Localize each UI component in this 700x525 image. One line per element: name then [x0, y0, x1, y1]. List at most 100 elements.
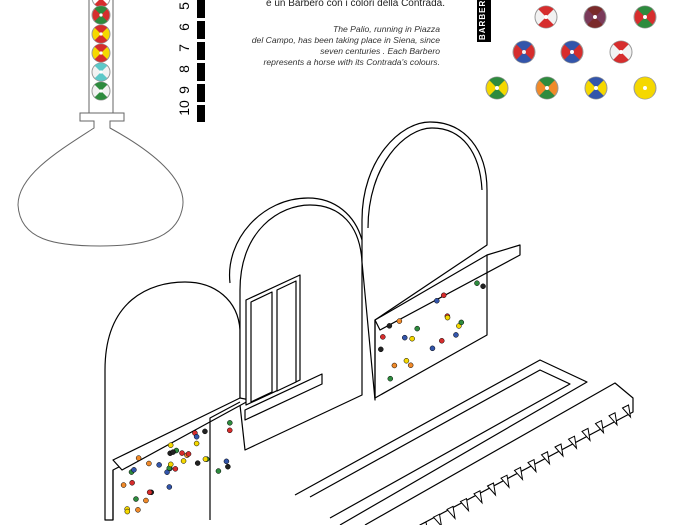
ruler-number: 5 — [175, 2, 192, 10]
caption-line: represents a horse with its Contrada's c… — [263, 57, 440, 67]
barbero-token — [429, 345, 436, 352]
barbero-token — [129, 480, 135, 486]
barbero-token — [215, 468, 222, 474]
ruler-number: 9 — [175, 86, 192, 94]
scattered-barberi — [120, 280, 486, 515]
barbero-ball — [583, 5, 607, 29]
caption-line: seven centuries . Each Barbero — [320, 46, 440, 56]
barbero-token — [170, 449, 176, 455]
barbero-token — [143, 497, 149, 504]
english-caption: The Palio, running in Piazza del Campo, … — [225, 24, 440, 68]
barbero-token — [124, 508, 131, 515]
barbero-token — [414, 325, 420, 332]
barbero-token — [202, 456, 209, 462]
barbero-token — [135, 455, 142, 461]
barbero-token — [180, 458, 187, 464]
barbero-token — [146, 489, 153, 496]
barbero-token — [439, 338, 445, 344]
arena-structure — [104, 121, 634, 525]
barbero-token — [179, 450, 185, 456]
barbero-token — [380, 334, 386, 340]
barbero-token — [156, 462, 162, 468]
flask-tube — [17, 0, 184, 247]
barbero-token — [387, 375, 394, 382]
barbero-token — [172, 466, 179, 472]
barbero-token — [133, 496, 139, 502]
barbero-ball — [534, 5, 558, 29]
caption-line: del Campo, has been taking place in Sien… — [251, 35, 440, 45]
barbero-token — [474, 280, 480, 286]
barbero-token — [166, 484, 173, 490]
ruler-number: 7 — [175, 44, 192, 52]
barbero-token — [409, 335, 415, 342]
ruler-bar — [197, 0, 205, 122]
barbero-token — [227, 427, 233, 434]
tag-label: BARBERI — [478, 0, 487, 40]
barberi-tag: BARBERI — [477, 0, 491, 42]
fence-tooth — [446, 505, 456, 521]
barbero-token — [202, 428, 208, 435]
fence-tooth — [419, 521, 428, 525]
barbero-ball — [512, 40, 536, 64]
barbero-token — [401, 334, 408, 341]
barbero-ball — [633, 5, 657, 29]
barbero-ball — [91, 5, 111, 25]
fence-teeth — [419, 404, 632, 525]
fence-tooth — [473, 490, 483, 505]
fence-tooth — [500, 474, 510, 489]
fence-tooth — [540, 451, 551, 466]
barbero-token — [453, 332, 459, 338]
fence-tooth — [432, 513, 442, 525]
barbero-token — [391, 362, 398, 369]
barbero-ball — [584, 76, 608, 100]
fence-tooth — [459, 497, 470, 513]
fence-tooth — [513, 466, 524, 482]
barbero-ball — [609, 40, 633, 64]
fence-tooth — [594, 419, 605, 435]
barbero-token — [223, 458, 230, 465]
italian-caption: è un Barbero con i colori della Contrada… — [266, 0, 445, 9]
barbero-ball — [91, 81, 111, 101]
barbero-ball — [535, 76, 559, 100]
barbero-ball — [560, 40, 584, 64]
barbero-token — [131, 467, 137, 473]
barbero-ball — [633, 76, 657, 100]
barberi-grid — [485, 5, 657, 100]
barbero-token — [480, 283, 486, 290]
ruler-number: 10 — [175, 100, 192, 116]
barbero-token — [193, 433, 200, 440]
tube-barberi — [91, 0, 111, 101]
barbero-token — [434, 298, 440, 304]
barbero-token — [386, 323, 393, 329]
barbero-ball — [91, 24, 111, 44]
barbero-token — [407, 362, 414, 369]
barbero-token — [458, 319, 465, 326]
barbero-token — [135, 507, 141, 513]
barbero-token — [167, 442, 174, 448]
barbero-token — [403, 357, 410, 364]
barbero-token — [146, 460, 152, 467]
barbero-token — [193, 440, 200, 447]
barbero-token — [120, 482, 127, 488]
barbero-token — [194, 460, 201, 466]
barbero-token — [185, 451, 192, 457]
fence-tooth — [581, 427, 591, 443]
ruler-number: 8 — [175, 65, 192, 73]
barbero-token — [396, 318, 403, 324]
ruler-number: 6 — [175, 23, 192, 31]
fence-tooth — [486, 482, 497, 497]
fence-tooth — [554, 443, 564, 458]
barbero-token — [225, 463, 231, 470]
caption-line: The Palio, running in Piazza — [332, 24, 440, 34]
barbero-token — [444, 314, 451, 321]
barbero-token — [378, 346, 384, 353]
barbero-ball — [91, 43, 111, 63]
fence-tooth — [621, 404, 632, 419]
fence-tooth — [527, 458, 537, 474]
barbero-token — [441, 292, 447, 299]
fence-tooth — [567, 435, 578, 450]
barbero-token — [227, 420, 233, 426]
fence-tooth — [608, 412, 618, 427]
